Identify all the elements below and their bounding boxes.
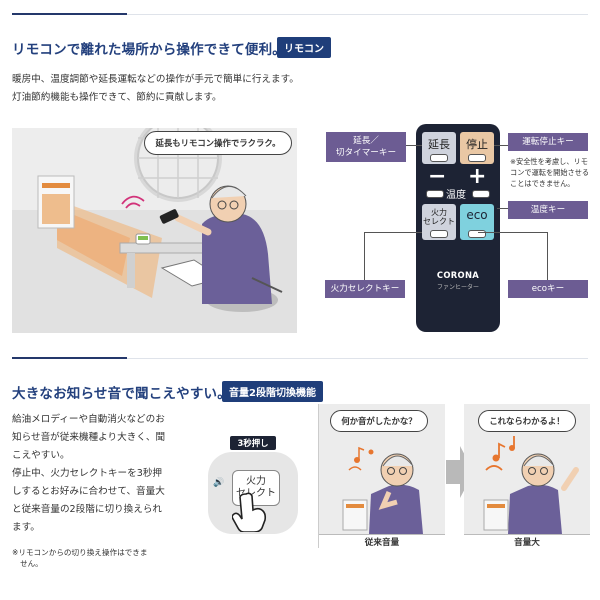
caption-normal: 従来音量 [319,534,445,551]
eco-pill [468,230,486,238]
body-line: こえやすい。 [12,450,70,461]
mid-rule-accent [12,357,127,359]
body-line: 給油メロディーや自動消火などのお [12,414,165,425]
eco-button[interactable]: eco [460,204,494,240]
connector [497,208,508,209]
remote-control: 延長 停止 − + 温度 火力 セレクト eco CORONA ファンヒーター [416,124,500,332]
label-stop: 運転停止キー [508,133,588,151]
body-line: 灯油節約機能も操作できて、節約に貢献します。 [12,92,222,103]
sound-icon: 🔊 [213,478,225,488]
section2-tag: 音量2段階切換機能 [222,381,323,402]
brand-logo: CORONA [436,270,480,280]
section2-heading: 大きなお知らせ音で聞こえやすい。 [12,386,231,402]
hand-icon [232,492,267,532]
fire-label-1: 火力 [431,208,447,217]
press-badge: 3秒押し [230,436,276,450]
body-line: 停止中、火力セレクトキーを3秒押 [12,468,163,479]
room-illustration [12,128,297,333]
label-fire: 火力セレクトキー [325,280,405,298]
extend-label: 延長 [428,138,450,151]
connector [406,145,422,146]
mid-rule [12,358,588,359]
key-illustration: 🔊 火力 セレクト [208,452,298,534]
fire-label-2: セレクト [423,217,455,226]
bubble-normal: 何か音がしたかな？ [330,410,428,432]
body-line: しするとお好みに合わせて、音量大 [12,486,165,497]
label-stop-note: ※安全性を考慮し、リモコンで運転を開始させることはできません。 [510,157,590,188]
extend-button[interactable]: 延長 [422,132,456,164]
temp-down-pill[interactable] [426,190,444,198]
key-label-2: セレクト [236,488,276,499]
top-rule [12,14,588,15]
section1-body: 暖房中、温度調節や延長運転などの操作が手元で簡単に行えます。 灯油節約機能も操作… [12,71,342,107]
body-line: 暖房中、温度調節や延長運転などの操作が手元で簡単に行えます。 [12,74,299,85]
label-extend-2: 切タイマーキー [335,148,397,158]
remote-face: CORONA ファンヒーター [420,248,496,324]
connector [364,232,422,233]
temp-up-pill[interactable] [472,190,490,198]
elderly-man-puzzled [342,446,423,534]
stop-label: 停止 [466,138,488,151]
section2-note: ※リモコンからの切り換え操作はできま せん。 [12,547,192,569]
plus-icon[interactable]: + [468,164,487,189]
body-line: 知らせ音が従来機種より大きく、聞 [12,432,166,443]
extend-pill [430,154,448,162]
body-line: と従来音量の2段階に切り換えられ [12,504,163,515]
top-rule-accent [12,13,127,15]
fire-pill [430,230,448,238]
bubble-loud: これならわかるよ！ [478,410,576,432]
connector [364,232,365,280]
connector [547,232,548,280]
note-line: せん。 [20,559,43,568]
note-line: ※リモコンからの切り換え操作はできま [12,548,148,557]
stop-pill [468,154,486,162]
key-label-1: 火力 [246,476,266,487]
label-temp: 温度キー [508,201,588,219]
minus-icon[interactable]: − [428,164,447,189]
label-eco: ecoキー [508,280,588,298]
connector [478,232,548,233]
caption-loud: 音量大 [464,534,590,551]
body-line: ます。 [12,522,40,533]
connector [494,145,508,146]
stop-button[interactable]: 停止 [460,132,494,164]
section1-heading: リモコンで離れた場所から操作できて便利。 [12,42,286,58]
temp-label: 温度 [446,190,466,201]
eco-label: eco [466,208,488,222]
speech-bubble: 延長もリモコン操作でラクラク。 [144,131,292,155]
section1-tag: リモコン [277,37,331,58]
fire-select-button[interactable]: 火力 セレクト [422,204,456,240]
elderly-man-happy [483,436,579,534]
label-extend-1: 延長／ [353,136,379,146]
label-extend: 延長／ 切タイマーキー [326,132,406,162]
brand-sub: ファンヒーター [436,284,479,291]
section2-body: 給油メロディーや自動消火などのお 知らせ音が従来機種より大きく、聞 こえやすい。… [12,411,197,537]
